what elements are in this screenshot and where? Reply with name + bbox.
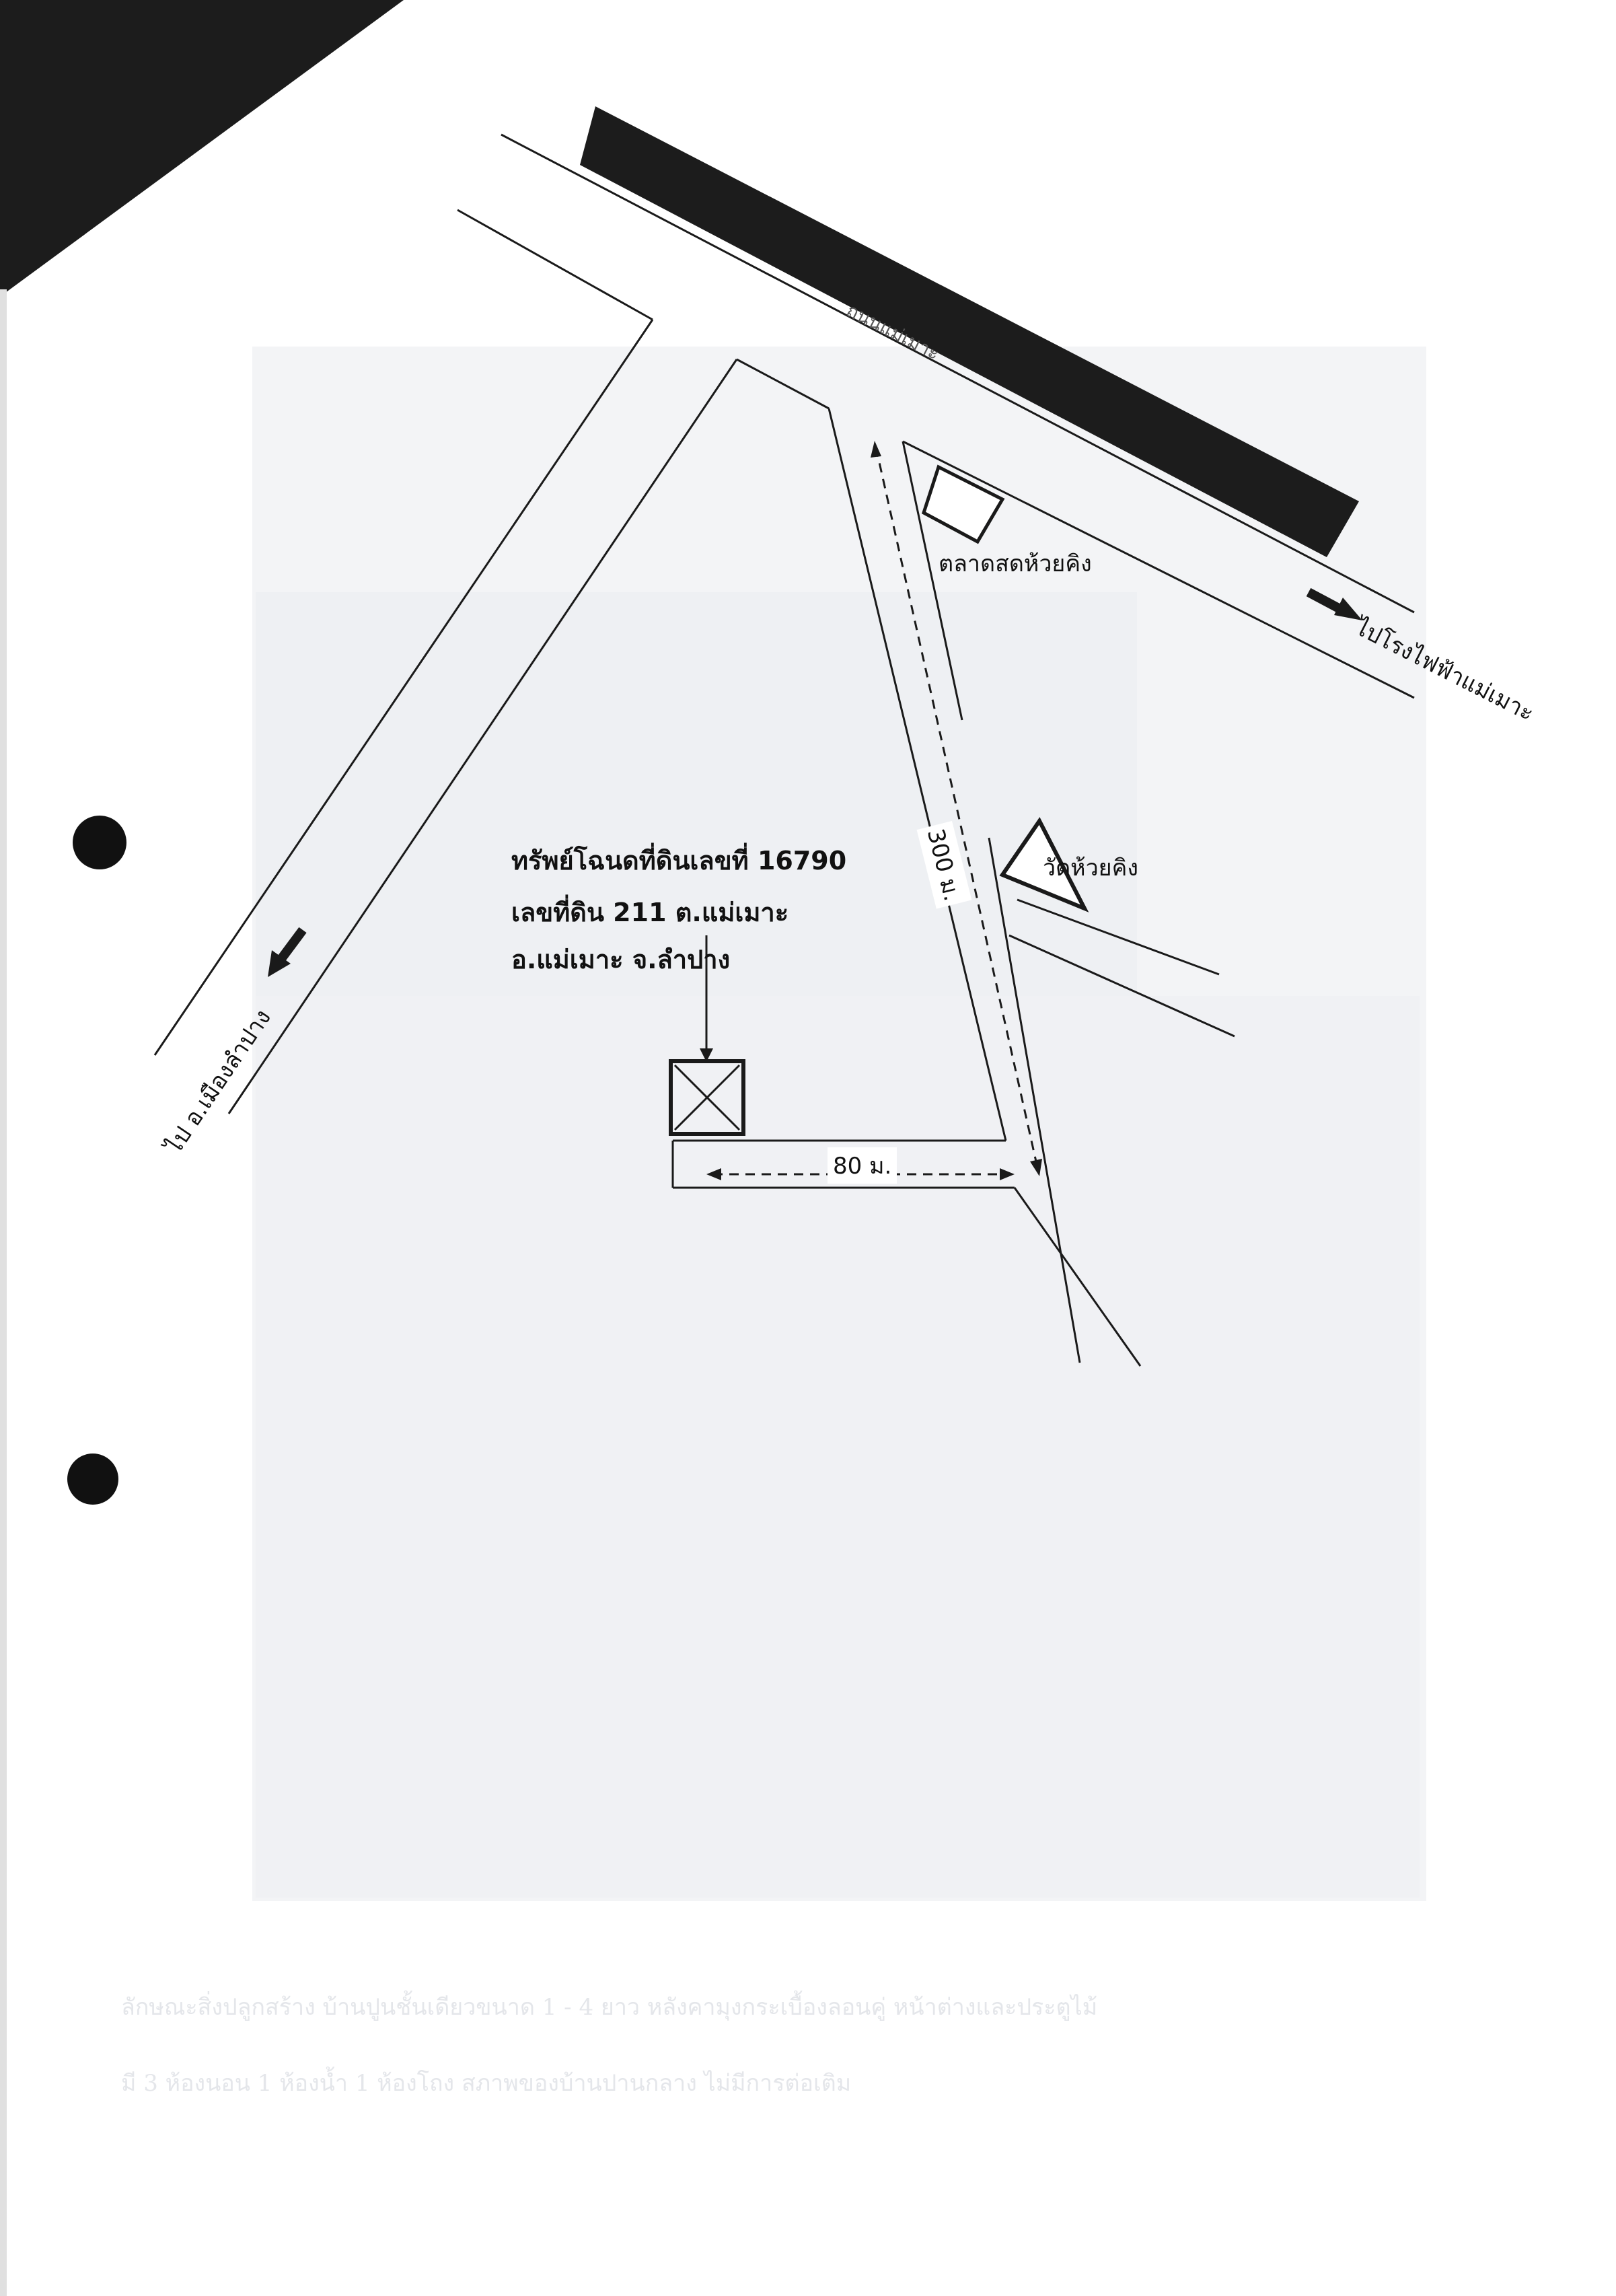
- distance-300m-line: [875, 447, 1039, 1168]
- faded-caption-line-2: มี 3 ห้องนอน 1 ห้องน้ำ 1 ห้องโถง สภาพของ…: [121, 2070, 852, 2097]
- side-road-edge: [1013, 1187, 1142, 1367]
- faded-photo-detail: [256, 592, 1137, 996]
- main-road-edge: [736, 358, 830, 410]
- temple-label: วัดห้วยคิง: [1043, 855, 1138, 882]
- arrow-down-left-icon: [268, 927, 307, 977]
- temple-symbol: [999, 817, 1089, 912]
- deed-line-1: ทรัพย์โฉนดที่ดินเลขที่ 16790: [511, 846, 847, 875]
- arrow-right-icon: [1306, 587, 1362, 620]
- road-lines: [153, 133, 1415, 1367]
- main-road-edge: [457, 209, 653, 321]
- road-to-lampang-edge: [227, 359, 738, 1114]
- punch-hole: [73, 816, 126, 869]
- market-symbol: [921, 464, 1005, 544]
- market-label: ตลาดสดห้วยคิง: [939, 550, 1092, 577]
- folded-corner: [0, 0, 404, 293]
- arrowhead: [871, 441, 881, 458]
- pointer-arrowhead: [700, 1048, 713, 1062]
- faded-caption-line-1: ลักษณะสิ่งปลูกสร้าง บ้านปูนชั้นเดียวขนาด…: [121, 1994, 1098, 2021]
- distance-80m-label: 80 ม.: [828, 1147, 897, 1184]
- page-edge: [0, 289, 7, 2296]
- main-road-edge: [902, 440, 1415, 699]
- road-to-lampang-edge: [153, 319, 654, 1056]
- distance-arrowheads: [706, 441, 1042, 1180]
- side-road-edge: [902, 441, 963, 721]
- faded-photo-detail: [256, 996, 1420, 1898]
- railway-band: [580, 106, 1359, 557]
- main-road-edge: [501, 133, 1415, 614]
- side-road-edge: [828, 408, 1007, 1141]
- land-plot-cross: [673, 1064, 741, 1131]
- deed-line-3: อ.แม่เมาะ จ.ลำปาง: [511, 945, 731, 974]
- arrowhead: [1030, 1159, 1042, 1176]
- temple-road-edge: [1008, 934, 1235, 1038]
- arrowhead: [706, 1168, 721, 1180]
- side-road-edge: [988, 837, 1081, 1363]
- land-plot-marker: [669, 1059, 745, 1136]
- punch-hole: [67, 1454, 118, 1505]
- deed-line-2: เลขที่ดิน 211 ต.แม่เมาะ: [511, 898, 789, 927]
- arrowhead: [1000, 1168, 1015, 1180]
- temple-road-edge: [1017, 898, 1220, 976]
